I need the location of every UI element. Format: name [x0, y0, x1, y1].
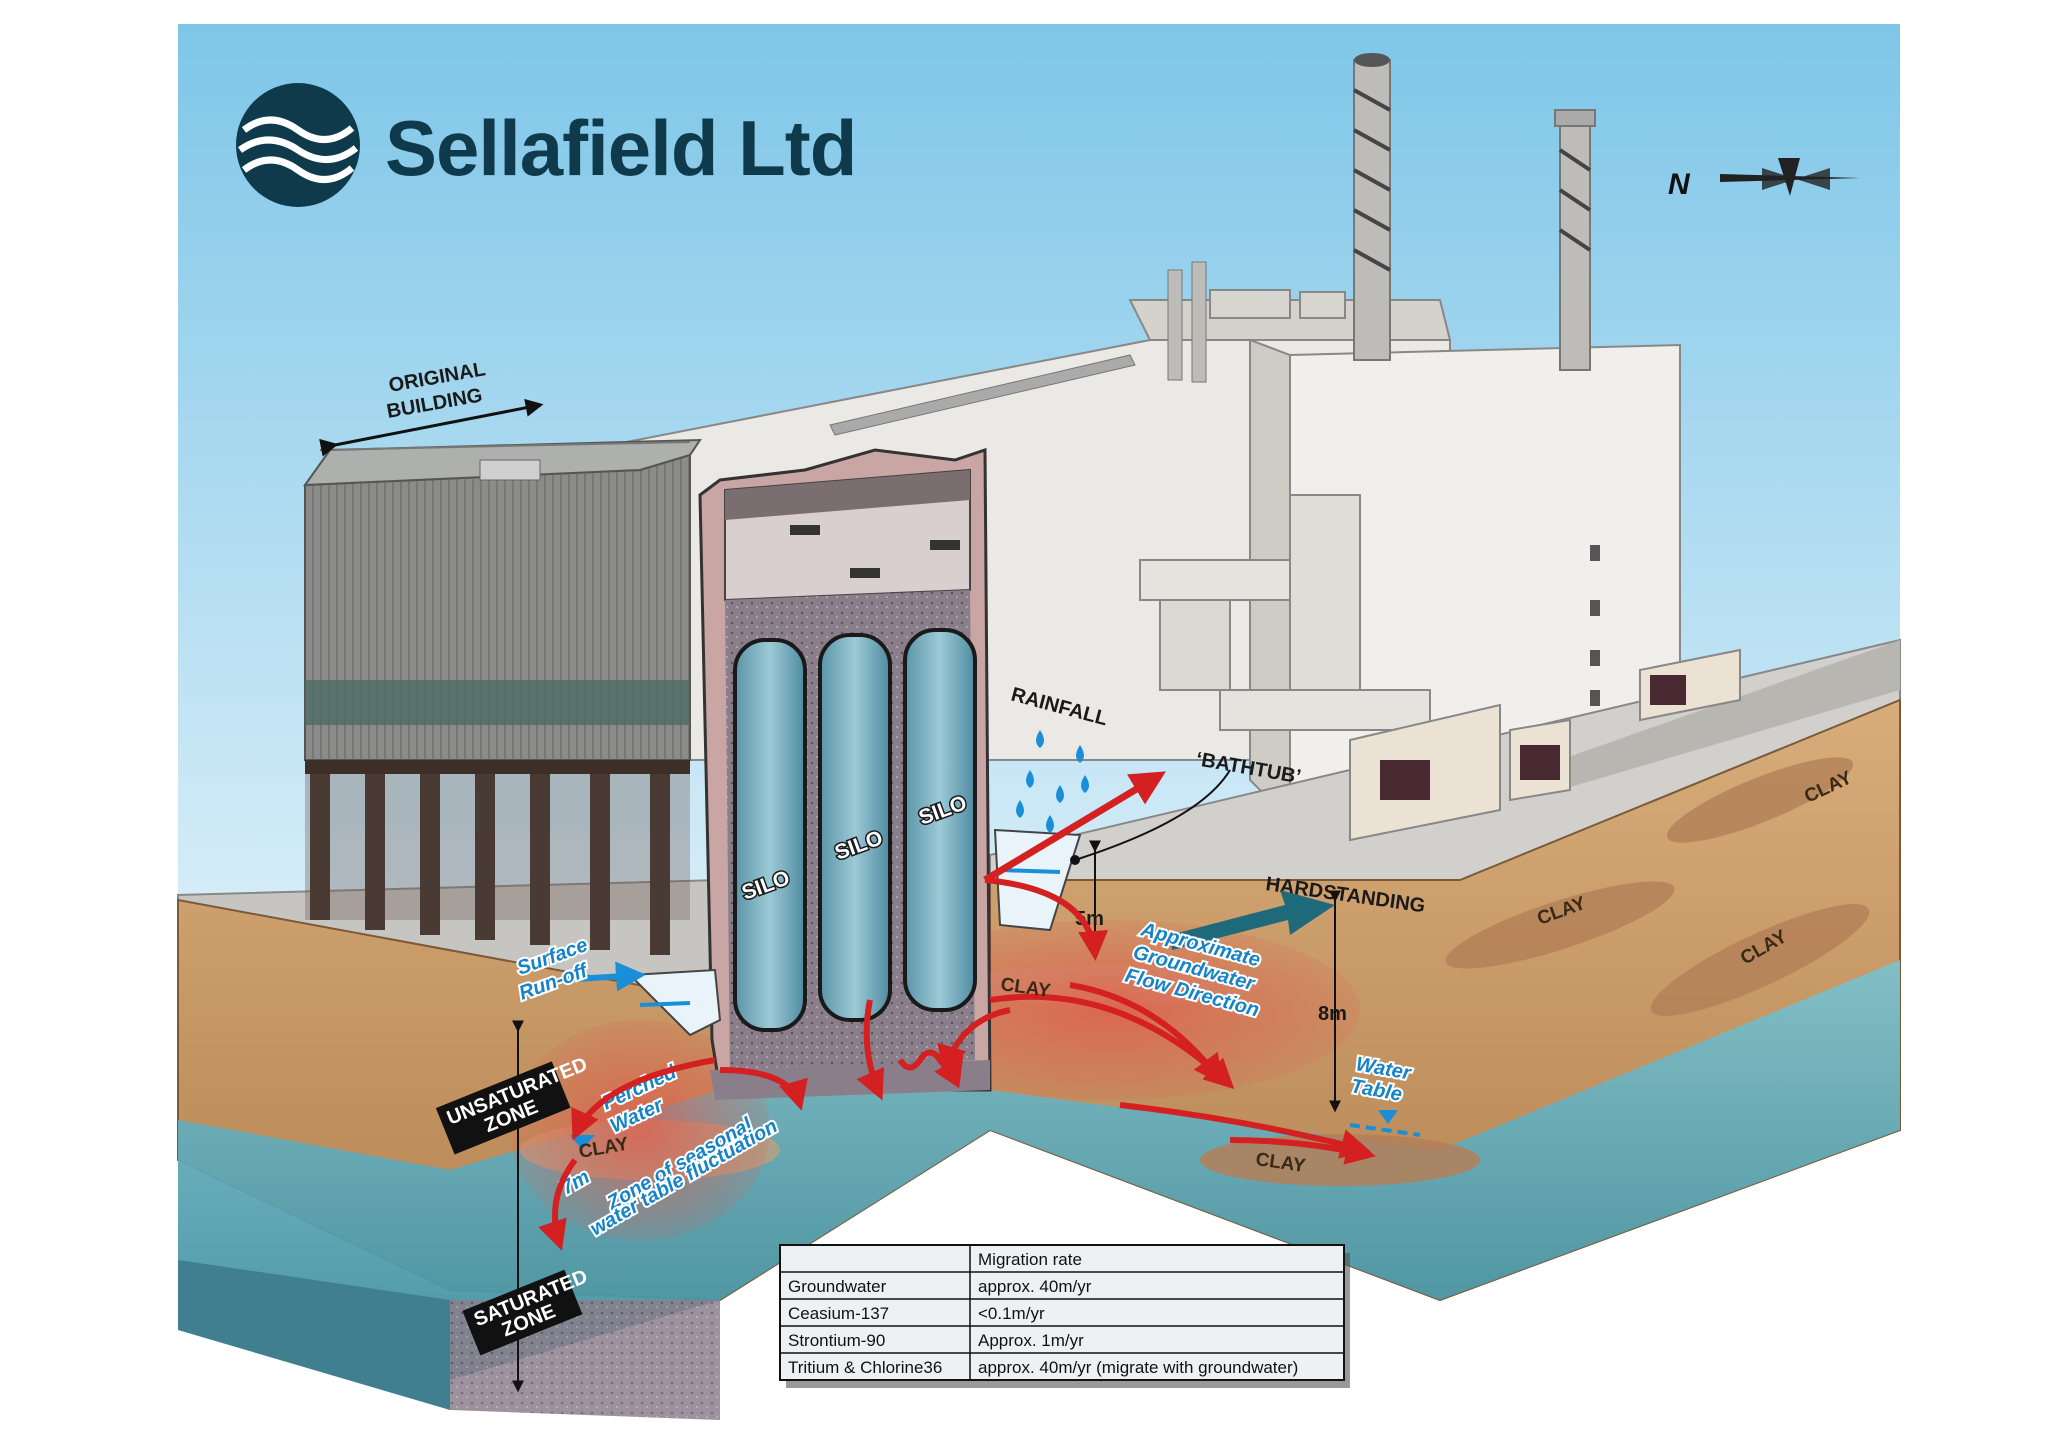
bathtub-trench	[993, 828, 1082, 932]
contamination-plume	[510, 1020, 770, 1240]
brand-name: Sellafield Ltd	[385, 104, 856, 192]
silo	[818, 633, 892, 1022]
groundwater-flow-arrow	[1170, 890, 1335, 950]
compass-icon: N	[1668, 158, 1860, 201]
clay-lens	[1666, 757, 1854, 843]
table-cell-substance: Tritium & Chlorine36	[788, 1358, 942, 1377]
table-cell-substance: Groundwater	[788, 1277, 887, 1296]
clay-lens	[1650, 904, 1870, 1016]
table-cell-substance: Ceasium-137	[788, 1304, 889, 1323]
table-cell-rate: <0.1m/yr	[978, 1304, 1045, 1323]
depth-8m-marker: 8m	[1318, 890, 1347, 1113]
svg-text:8m: 8m	[1318, 1003, 1347, 1025]
contamination-flow-arrows	[538, 877, 1376, 1251]
chimney-stacks	[1167, 53, 1596, 383]
rainfall-drops	[1016, 730, 1089, 833]
table-cell-substance: Strontium-90	[788, 1331, 885, 1350]
compass-north-label: N	[1668, 168, 1691, 201]
original-building	[302, 438, 702, 955]
silo-building: SILO SILO SILO	[698, 447, 992, 1100]
table-cell-rate: approx. 40m/yr (migrate with groundwater…	[978, 1358, 1298, 1377]
table-cell-rate: approx. 40m/yr	[978, 1277, 1092, 1296]
table-header-rate: Migration rate	[978, 1250, 1082, 1269]
clay-lens	[1445, 881, 1675, 969]
table-cell-rate: Approx. 1m/yr	[978, 1331, 1084, 1350]
sellafield-logo: Sellafield Ltd	[236, 83, 857, 207]
saturated-groundwater-layer	[178, 960, 1900, 1380]
service-buildings	[1349, 648, 1741, 842]
clay-lens	[1200, 1134, 1480, 1186]
silo	[903, 628, 977, 1012]
silo	[733, 638, 807, 1032]
surface-runoff-arrow	[559, 961, 646, 992]
migration-rate-table: Migration rate Groundwater approx. 40m/y…	[779, 1244, 1350, 1388]
reactor-building	[559, 289, 1681, 823]
